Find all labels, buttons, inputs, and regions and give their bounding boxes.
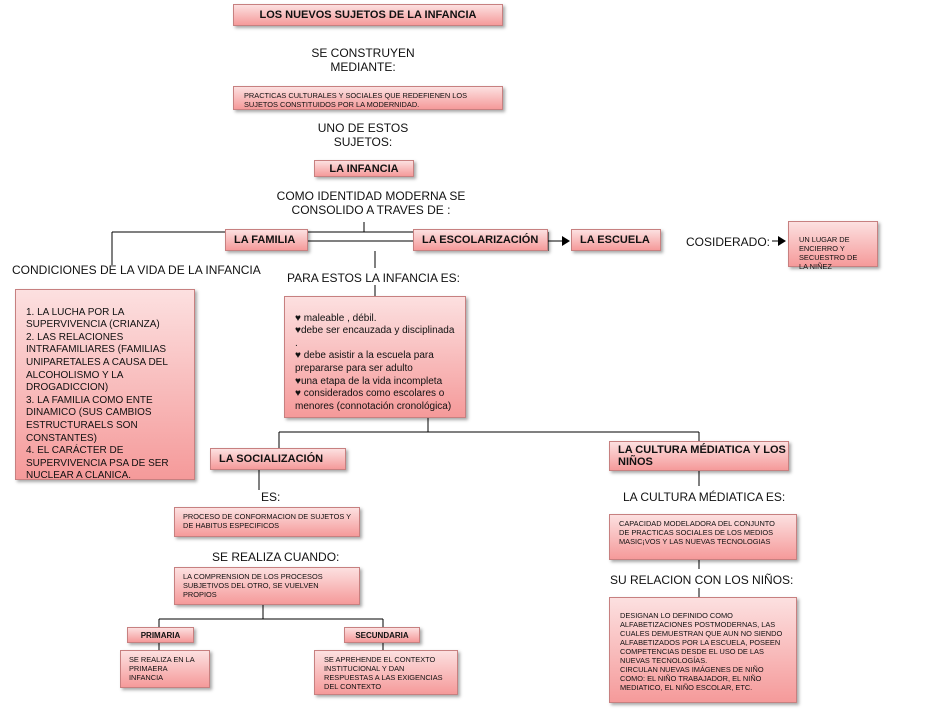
main-title: LOS NUEVOS SUJETOS DE LA INFANCIA (259, 9, 477, 21)
practicas-box: PRACTICAS CULTURALES Y SOCIALES QUE REDE… (233, 86, 503, 110)
secundaria-box: SECUNDARIA (344, 627, 420, 643)
infancia-es-box: ♥ maleable , débil. ♥debe ser encauzada … (284, 296, 466, 418)
infancia-es-list: ♥ maleable , débil. ♥debe ser encauzada … (295, 312, 455, 412)
encierro-text: UN LUGAR DE ENCIERRO Y SECUESTRO DE LA N… (799, 235, 858, 271)
encierro-box: UN LUGAR DE ENCIERRO Y SECUESTRO DE LA N… (788, 221, 878, 271)
secundaria-desc-box: SE APREHENDE EL CONTEXTO INSTITUCIONAL Y… (314, 650, 458, 695)
label-es: ES: (261, 490, 281, 504)
primaria-text: PRIMARIA (140, 630, 181, 640)
label-cultura-es: LA CULTURA MÉDIATICA ES: (623, 490, 786, 504)
condiciones-list: 1. LA LUCHA POR LA SUPERVIVENCIA (CRIANZ… (26, 306, 169, 482)
cultura-mediatica-box: LA CULTURA MÉDIATICA Y LOS NIÑOS (609, 441, 789, 471)
socializacion-text: LA SOCIALIZACIÓN (219, 453, 324, 465)
infancia-text: LA INFANCIA (329, 162, 399, 175)
escolarizacion-box: LA ESCOLARIZACIÓN (413, 229, 548, 251)
main-title-box: LOS NUEVOS SUJETOS DE LA INFANCIA (233, 4, 503, 26)
proceso-text: PROCESO DE CONFORMACION DE SUJETOS Y DE … (183, 512, 351, 530)
designan-text: DESIGNAN LO DEFINIDO COMO ALFABETIZACION… (620, 611, 783, 692)
escuela-box: LA ESCUELA (571, 229, 661, 251)
capacidad-text: CAPACIDAD MODELADORA DEL CONJUNTO DE PRA… (619, 519, 775, 546)
label-uno-de-estos: UNO DE ESTOS SUJETOS: (317, 121, 409, 149)
label-como-identidad: COMO IDENTIDAD MODERNA SE CONSOLIDO A TR… (276, 189, 466, 217)
proceso-box: PROCESO DE CONFORMACION DE SUJETOS Y DE … (174, 507, 360, 537)
label-condiciones: CONDICIONES DE LA VIDA DE LA INFANCIA (12, 263, 261, 277)
condiciones-box: 1. LA LUCHA POR LA SUPERVIVENCIA (CRIANZ… (15, 289, 195, 482)
familia-box: LA FAMILIA (225, 229, 308, 251)
label-se-construyen: SE CONSTRUYEN MEDIANTE: (311, 46, 415, 74)
escolarizacion-text: LA ESCOLARIZACIÓN (422, 234, 539, 246)
familia-text: LA FAMILIA (234, 234, 296, 246)
label-su-relacion: SU RELACION CON LOS NIÑOS: (610, 573, 794, 587)
label-cosiderado: COSIDERADO: (686, 235, 771, 249)
socializacion-box: LA SOCIALIZACIÓN (210, 448, 346, 470)
primaria-desc-box: SE REALIZA EN LA PRIMAERA INFANCIA (120, 650, 210, 688)
primaria-box: PRIMARIA (127, 627, 194, 643)
infancia-box: LA INFANCIA (314, 160, 414, 177)
secundaria-desc-text: SE APREHENDE EL CONTEXTO INSTITUCIONAL Y… (324, 655, 443, 691)
comprension-box: LA COMPRENSION DE LOS PROCESOS SUBJETIVO… (174, 567, 360, 605)
cultura-mediatica-text: LA CULTURA MÉDIATICA Y LOS NIÑOS (618, 444, 786, 468)
escuela-text: LA ESCUELA (580, 234, 650, 246)
designan-box: DESIGNAN LO DEFINIDO COMO ALFABETIZACION… (609, 597, 797, 703)
label-se-realiza-cuando: SE REALIZA CUANDO: (212, 550, 340, 564)
capacidad-box: CAPACIDAD MODELADORA DEL CONJUNTO DE PRA… (609, 514, 797, 560)
secundaria-text: SECUNDARIA (355, 630, 409, 640)
comprension-text: LA COMPRENSION DE LOS PROCESOS SUBJETIVO… (183, 572, 323, 599)
primaria-desc-text: SE REALIZA EN LA PRIMAERA INFANCIA (129, 655, 195, 682)
label-para-estos: PARA ESTOS LA INFANCIA ES: (287, 271, 460, 285)
practicas-text: PRACTICAS CULTURALES Y SOCIALES QUE REDE… (244, 91, 468, 109)
